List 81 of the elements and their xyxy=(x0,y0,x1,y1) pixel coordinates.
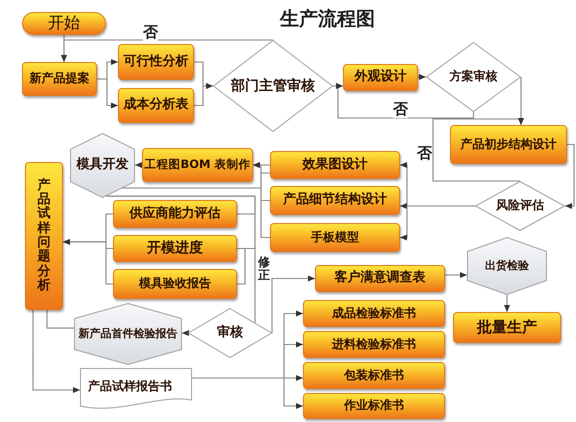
process-step xyxy=(118,44,194,80)
step-label: 可行性分析 xyxy=(124,54,188,70)
preparation-hexagon xyxy=(467,237,547,295)
process-step xyxy=(25,162,63,310)
step-label: 成本分析表 xyxy=(124,98,188,113)
flow-arrow xyxy=(32,310,80,393)
diagram-title: 生产流程图 xyxy=(280,8,375,31)
preparation-hexagon xyxy=(74,303,182,365)
decision-label: 方案审核 xyxy=(450,70,498,84)
flow-arrow xyxy=(194,83,213,106)
decision-label: 部门主管审核 xyxy=(231,78,315,94)
flow-arrow xyxy=(565,144,575,209)
flow-arrow xyxy=(504,295,510,312)
flow-arrow xyxy=(182,330,190,336)
step-label: 批量生产 xyxy=(477,318,537,336)
flow-arrow xyxy=(432,118,524,182)
flow-arrow xyxy=(63,238,113,285)
step-label: 效果图设计 xyxy=(302,158,368,172)
flow-arrow xyxy=(135,162,142,168)
process-step xyxy=(343,64,418,91)
process-step xyxy=(113,235,237,262)
step-label: 作业标准书 xyxy=(344,399,404,413)
process-step xyxy=(315,265,445,292)
process-step xyxy=(118,88,194,123)
step-label: 新产品提案 xyxy=(30,72,90,86)
edge-label: 修正 xyxy=(258,256,270,282)
process-step xyxy=(142,148,253,182)
step-label: 产品初步结构设计 xyxy=(460,138,556,152)
step-label: 包装标准书 xyxy=(344,368,404,382)
step-label: 客户满意调查表 xyxy=(334,271,426,286)
step-label: 产品试样报告书 xyxy=(88,380,172,394)
edge-label: 否 xyxy=(417,145,432,162)
step-label: 供应商能力评估 xyxy=(130,206,220,222)
step-label: 新产品首件检验报告 xyxy=(78,328,178,340)
step-label: 手板模型 xyxy=(311,230,359,244)
process-step xyxy=(22,62,97,96)
flow-arrow xyxy=(253,162,270,238)
step-label: 进料检验标准书 xyxy=(332,338,416,352)
connector-line xyxy=(237,248,256,323)
process-step xyxy=(270,186,400,215)
flow-arrow xyxy=(418,74,426,80)
start-terminal xyxy=(22,12,106,35)
connector-line xyxy=(122,172,270,189)
connector-line xyxy=(46,310,74,329)
process-step xyxy=(303,362,445,389)
step-label: 产品试样问题分析 xyxy=(38,178,50,294)
decision-diamond xyxy=(475,181,565,231)
process-step xyxy=(303,300,445,327)
process-step xyxy=(113,269,237,299)
process-step xyxy=(303,331,445,358)
flow-arrow xyxy=(518,77,524,125)
step-label: 开模进度 xyxy=(147,240,203,257)
step-label: 成品检验标准书 xyxy=(332,306,416,320)
step-label: 工程图BOM 表制作 xyxy=(144,158,250,172)
flow-arrow xyxy=(400,205,475,240)
step-label: 模具开发 xyxy=(76,158,128,173)
step-label: 开始 xyxy=(48,14,80,33)
step-label: 产品细节结构设计 xyxy=(283,193,387,208)
preparation-hexagon xyxy=(70,133,135,198)
document-shape xyxy=(80,368,192,412)
process-step xyxy=(303,393,445,419)
flow-arrow xyxy=(445,272,467,278)
step-label: 模具验收报告 xyxy=(139,277,211,291)
process-step xyxy=(270,151,400,179)
edge-label: 否 xyxy=(143,24,158,40)
step-label: 出货检验 xyxy=(485,260,529,272)
process-step xyxy=(453,312,561,343)
process-step xyxy=(113,200,237,228)
decision-diamond xyxy=(188,308,272,358)
step-label: 外观设计 xyxy=(354,70,406,85)
flow-arrow xyxy=(336,83,474,119)
flow-arrow xyxy=(271,276,315,333)
decision-diamond xyxy=(213,40,333,132)
decision-diamond xyxy=(426,42,521,112)
decision-label: 风险评估 xyxy=(496,199,544,213)
decision-label: 审核 xyxy=(217,326,243,340)
process-step xyxy=(270,223,400,252)
process-step xyxy=(450,125,567,164)
flow-arrow xyxy=(61,39,274,62)
edge-label: 否 xyxy=(393,101,408,118)
flow-arrow xyxy=(192,377,303,409)
